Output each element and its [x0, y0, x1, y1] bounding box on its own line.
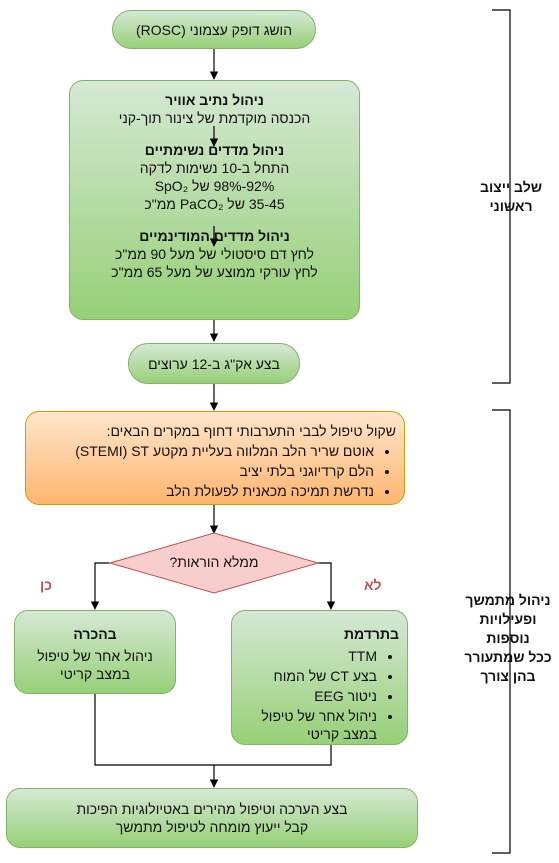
yes-label: כן: [40, 577, 52, 593]
consider-item: הלם קרדיוגני בלתי יציב: [32, 462, 374, 480]
consider-item: נדרשת תמיכה מכאנית לפעולת הלב: [32, 482, 374, 500]
comatose-box: בתרדמת TTM בצע CT של המוח ניטור EEG ניהו…: [231, 610, 408, 745]
conscious-box: בהכרה ניהול אחר של טיפול במצב קריטי: [14, 610, 176, 694]
decision-diamond: [108, 532, 320, 594]
airway-line: הכנסה מוקדמת של צינור תוך-קני: [118, 110, 311, 126]
consider-title: שקול טיפול לבבי התערבותי דחוף במקרים הבא…: [106, 423, 396, 439]
respiratory-title: ניהול מדדים נשימתיים: [144, 142, 285, 158]
final-line: בצע הערכה וטיפול מהירים באטיולוגיות הפיכ…: [76, 801, 348, 817]
conscious-line: במצב קריטי: [59, 666, 131, 682]
consider-box: שקול טיפול לבבי התערבותי דחוף במקרים הבא…: [25, 411, 405, 505]
respiratory-line: 35-45 של PaCO₂ ממ"כ: [144, 196, 285, 212]
airway-title: ניהול נתיב אוויר: [165, 92, 264, 108]
final-line: קבל ייעוץ מומחה לטיפול מתמשך: [115, 819, 309, 835]
comatose-item: TTM: [238, 647, 377, 665]
no-label: לא: [364, 577, 382, 593]
comatose-item: בצע CT של המוח: [238, 667, 377, 685]
respiratory-section: ניהול מדדים נשימתיים התחל ב-10 נשימות לד…: [70, 141, 359, 213]
final-box: בצע הערכה וטיפול מהירים באטיולוגיות הפיכ…: [6, 788, 418, 848]
comatose-title: בתרדמת: [343, 626, 399, 642]
conscious-title: בהכרה: [73, 626, 117, 642]
phase-label-ongoing: ניהול מתמשך ופעילויות נוספות ככל שמתעורר…: [464, 592, 552, 684]
hemodynamic-line: לחץ עורקי ממוצע של מעל 65 ממ"כ: [111, 264, 318, 280]
comatose-item: ניהול אחר של טיפול במצב קריטי: [238, 707, 377, 743]
comatose-item: ניטור EEG: [238, 687, 377, 705]
rosc-box: הושג דופק עצמוני (ROSC): [112, 10, 316, 49]
hemodynamic-line: לחץ דם סיסטולי של מעל 90 ממ"כ: [115, 246, 314, 262]
conscious-line: ניהול אחר של טיפול: [37, 648, 153, 664]
airway-section: ניהול נתיב אוויר הכנסה מוקדמת של צינור ת…: [70, 91, 359, 127]
comatose-list: TTM בצע CT של המוח ניטור EEG ניהול אחר ש…: [238, 647, 399, 743]
phase-label-initial: שלב ייצוב ראשוני: [479, 179, 542, 214]
consider-item: אוטם שריר הלב המלווה בעליית מקטע STEMI) …: [32, 442, 374, 460]
rosc-label: הושג דופק עצמוני (ROSC): [135, 21, 293, 38]
consider-list: אוטם שריר הלב המלווה בעליית מקטע STEMI) …: [32, 442, 396, 500]
decision-label: ממלא הוראות?: [169, 554, 259, 570]
ecg-label: בצע אק"ג ב-12 ערוצים: [148, 355, 280, 372]
respiratory-line: התחל ב-10 נשימות לדקה: [139, 160, 290, 176]
ecg-box: בצע אק"ג ב-12 ערוצים: [128, 343, 300, 384]
respiratory-line: 92%-98% של SpO₂: [154, 178, 275, 194]
